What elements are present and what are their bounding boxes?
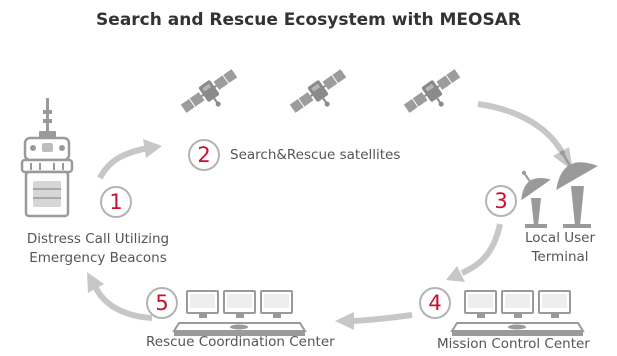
step-1-label: Distress Call Utilizing Emergency Beacon…: [8, 230, 188, 268]
arrow-satellites-to-terminal: [477, 101, 565, 154]
step-3-label-line2: Terminal: [531, 249, 589, 265]
satellite-icon: [286, 64, 356, 125]
arrow-terminal-to-mission-control: [460, 223, 503, 276]
arrow-mission-to-rescue: [353, 312, 413, 324]
step-1-label-line2: Emergency Beacons: [29, 250, 167, 266]
step-1-label-line1: Distress Call Utilizing: [26, 231, 170, 247]
satellite-icon: [177, 64, 247, 125]
step-3-label: Local User Terminal: [515, 229, 605, 267]
diagram-title: Search and Rescue Ecosystem with MEOSAR: [96, 10, 521, 30]
satellite-icon: [400, 64, 470, 125]
step-3-badge: 3: [485, 185, 517, 217]
emergency-beacon-icon: [20, 98, 74, 218]
step-2-label: Search&Rescue satellites: [230, 147, 401, 163]
flow-arrows: [93, 101, 565, 324]
arrow-beacon-to-satellites: [97, 145, 149, 180]
step-5-label: Rescue Coordination Center: [146, 334, 335, 350]
arrow-rescue-to-beacon: [93, 286, 153, 321]
control-console-icon: [173, 290, 306, 337]
step-1-badge: 1: [100, 186, 132, 218]
step-3-label-line1: Local User: [524, 230, 596, 246]
step-2-badge: 2: [188, 139, 220, 171]
satellite-dish-icon: [521, 150, 598, 228]
step-4-badge: 4: [419, 287, 451, 319]
step-4-label: Mission Control Center: [437, 336, 590, 352]
step-5-badge: 5: [146, 287, 178, 319]
control-console-icon: [451, 290, 584, 337]
